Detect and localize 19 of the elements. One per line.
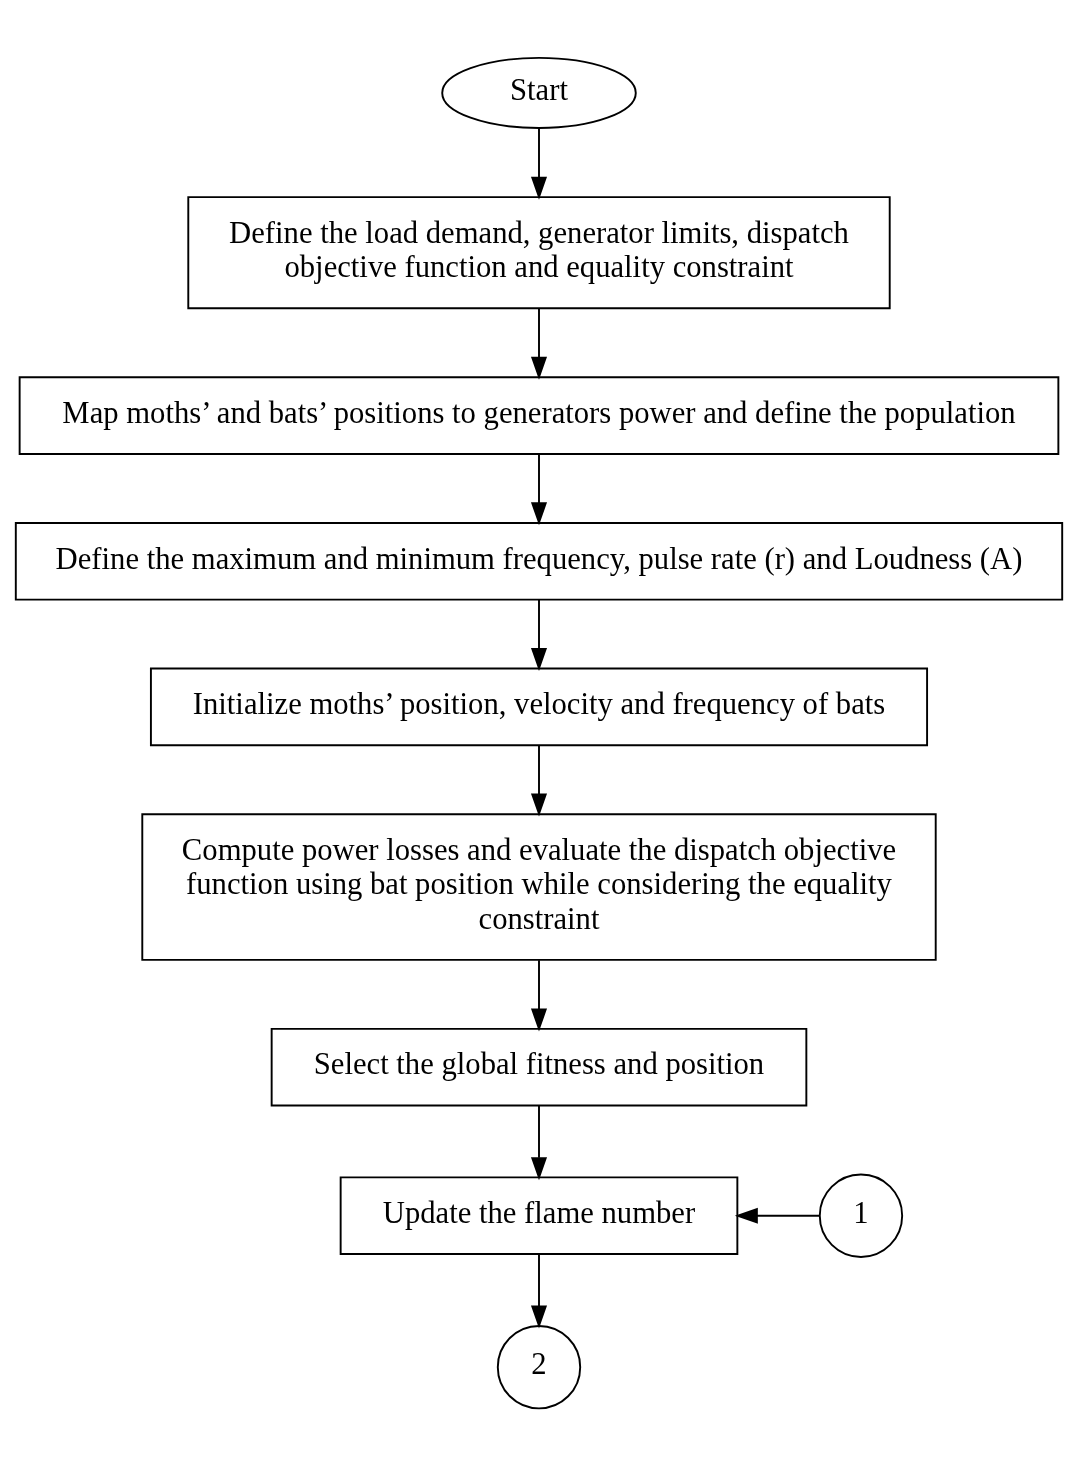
node-ellipse: Start	[441, 56, 637, 129]
arrow	[734, 1207, 821, 1224]
node-box: Map moths’ and bats’ positions to generators power and define the population	[18, 376, 1060, 455]
arrow	[530, 1104, 548, 1181]
arrow	[530, 1253, 548, 1329]
arrow	[530, 453, 548, 526]
arrow	[530, 744, 548, 817]
node-box: Update the flame number	[339, 1176, 739, 1255]
node-box: Define the maximum and minimum frequency, pulse rate (r) and Loudness (A)	[14, 521, 1064, 601]
node-box: Compute power losses and evaluate the dispatch objective function using bat position while considering the equality constraint	[141, 813, 937, 961]
node-circle: 2	[496, 1324, 582, 1410]
arrow	[530, 127, 548, 200]
arrow	[530, 598, 548, 671]
arrow	[530, 959, 548, 1032]
node-box: Initialize moths’ position, velocity and frequency of bats	[149, 667, 929, 747]
node-box: Select the global fitness and position	[270, 1027, 808, 1107]
node-circle: 1	[818, 1173, 904, 1258]
node-box: Define the load demand, generator limits, dispatch objective function and equality constraint	[187, 196, 891, 310]
arrow	[530, 307, 548, 380]
